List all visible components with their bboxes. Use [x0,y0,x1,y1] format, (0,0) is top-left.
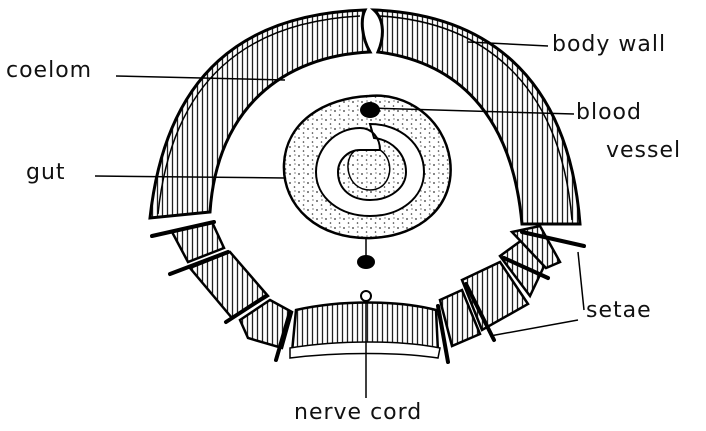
ventral-blood-vessel [357,255,375,269]
nerve-cord [361,291,371,301]
label-gut: gut [26,162,66,184]
label-coelom: coelom [6,60,92,82]
label-body-wall: body wall [552,34,666,56]
label-nerve-cord: nerve cord [294,402,422,424]
label-blood-vessel-line2: vessel [606,140,681,162]
label-setae: setae [586,300,652,322]
label-blood-vessel-line1: blood [576,102,642,124]
dorsal-blood-vessel [360,102,380,118]
